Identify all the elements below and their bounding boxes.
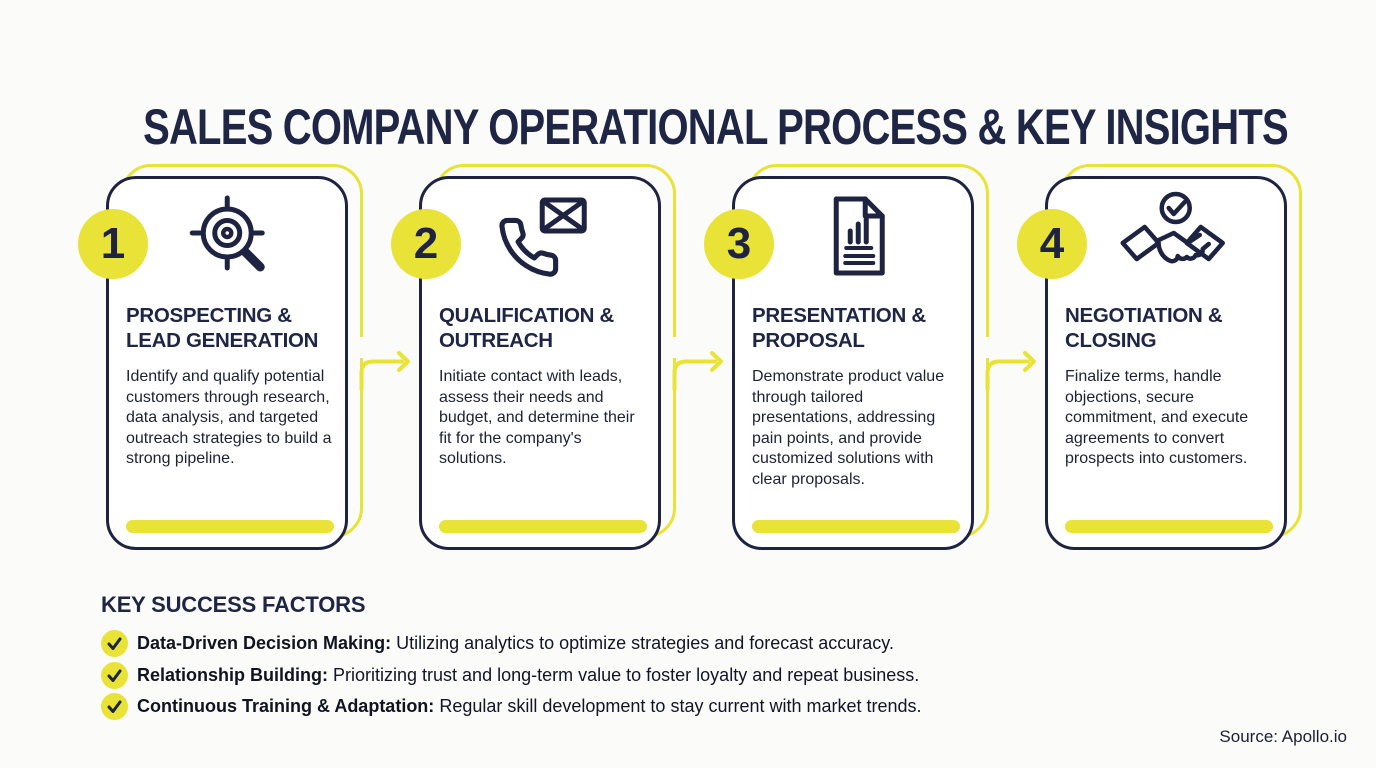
process-step-3: PRESENTATION & PROPOSAL Demonstrate prod…: [704, 164, 1036, 550]
outline-gap: [357, 337, 367, 358]
step-title: PROSPECTING & LEAD GENERATION: [126, 304, 319, 352]
step-title: NEGOTIATION & CLOSING: [1065, 304, 1223, 352]
process-step-1: PROSPECTING & LEAD GENERATION Identify a…: [78, 164, 410, 550]
success-factor-item: Relationship Building: Prioritizing trus…: [101, 662, 919, 689]
step-card: PROSPECTING & LEAD GENERATION Identify a…: [106, 176, 348, 550]
arrow-right-icon: [985, 351, 1036, 390]
page-title: SALES COMPANY OPERATIONAL PROCESS & KEY …: [0, 98, 1376, 156]
check-icon: [101, 693, 128, 720]
success-factor-item: Data-Driven Decision Making: Utilizing a…: [101, 630, 894, 657]
process-step-2: QUALIFICATION & OUTREACH Initiate contac…: [391, 164, 723, 550]
target-magnifier-icon: [189, 195, 265, 272]
card-accent-bar: [1065, 520, 1273, 533]
check-icon: [101, 662, 128, 689]
chart-document-icon: [833, 196, 885, 276]
step-description: Identify and qualify potential customers…: [126, 368, 332, 467]
step-number-badge: 2: [391, 209, 461, 279]
phone-email-icon: [499, 197, 587, 277]
card-accent-bar: [439, 520, 647, 533]
success-factor-detail: Regular skill development to stay curren…: [439, 696, 922, 716]
check-icon: [101, 630, 128, 657]
step-number-badge: 4: [1017, 209, 1087, 279]
card-accent-bar: [126, 520, 334, 533]
success-factor-label: Data-Driven Decision Making:: [137, 633, 392, 653]
step-number-badge: 1: [78, 209, 148, 279]
outline-gap: [670, 337, 680, 358]
step-description: Demonstrate product value through tailor…: [752, 368, 945, 488]
success-factor-text: Data-Driven Decision Making: Utilizing a…: [137, 633, 894, 654]
page-title-text: SALES COMPANY OPERATIONAL PROCESS & KEY …: [143, 98, 1289, 155]
success-factor-detail: Prioritizing trust and long-term value t…: [333, 665, 920, 685]
success-factor-text: Relationship Building: Prioritizing trus…: [137, 665, 919, 686]
process-step-4: NEGOTIATION & CLOSING Finalize terms, ha…: [1017, 164, 1302, 550]
step-number-badge: 3: [704, 209, 774, 279]
step-title: QUALIFICATION & OUTREACH: [439, 304, 615, 352]
success-factor-detail: Utilizing analytics to optimize strategi…: [396, 633, 894, 653]
arrow-right-icon: [359, 351, 410, 390]
step-title: PRESENTATION & PROPOSAL: [752, 304, 926, 352]
outline-gap: [983, 337, 993, 358]
key-success-factors-heading: KEY SUCCESS FACTORS: [101, 592, 366, 617]
success-factor-text: Continuous Training & Adaptation: Regula…: [137, 696, 922, 717]
source-attribution: Source: Apollo.io: [1219, 727, 1347, 746]
step-description: Initiate contact with leads, assess thei…: [439, 368, 635, 467]
handshake-check-icon: [1120, 191, 1225, 264]
arrow-right-icon: [672, 351, 723, 390]
success-factor-label: Continuous Training & Adaptation:: [137, 696, 435, 716]
success-factor-item: Continuous Training & Adaptation: Regula…: [101, 693, 922, 720]
success-factor-label: Relationship Building:: [137, 665, 328, 685]
step-description: Finalize terms, handle objections, secur…: [1065, 368, 1249, 467]
card-accent-bar: [752, 520, 960, 533]
